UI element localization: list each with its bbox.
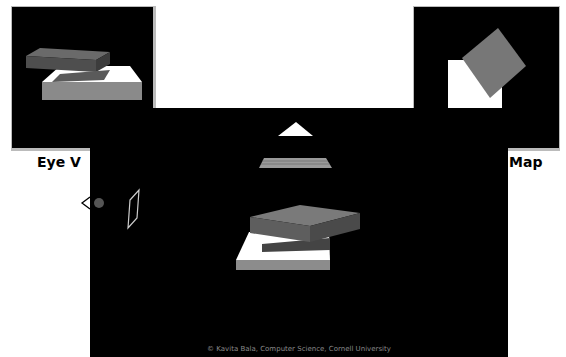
grey-box-right bbox=[310, 213, 360, 242]
white-box-side bbox=[42, 82, 142, 100]
copyright-watermark: © Kavita Bala, Computer Science, Cornell… bbox=[207, 346, 391, 354]
shadow bbox=[262, 238, 330, 252]
scene-panel bbox=[90, 108, 508, 357]
shadow bbox=[52, 70, 110, 82]
view-label: Eye V bbox=[37, 155, 81, 170]
light-source bbox=[278, 122, 313, 136]
eye-image-plane bbox=[128, 190, 139, 228]
grey-box-front bbox=[250, 217, 310, 242]
eye-symbol bbox=[82, 197, 90, 209]
eye-point bbox=[94, 198, 104, 208]
white-box-side bbox=[236, 260, 330, 270]
grey-box-map bbox=[462, 28, 526, 98]
view-label: Map bbox=[509, 155, 542, 170]
scene-ground bbox=[90, 108, 508, 357]
grey-box-end bbox=[96, 52, 110, 72]
grey-box-side bbox=[26, 56, 96, 72]
shadow-map-plane bbox=[259, 158, 332, 168]
